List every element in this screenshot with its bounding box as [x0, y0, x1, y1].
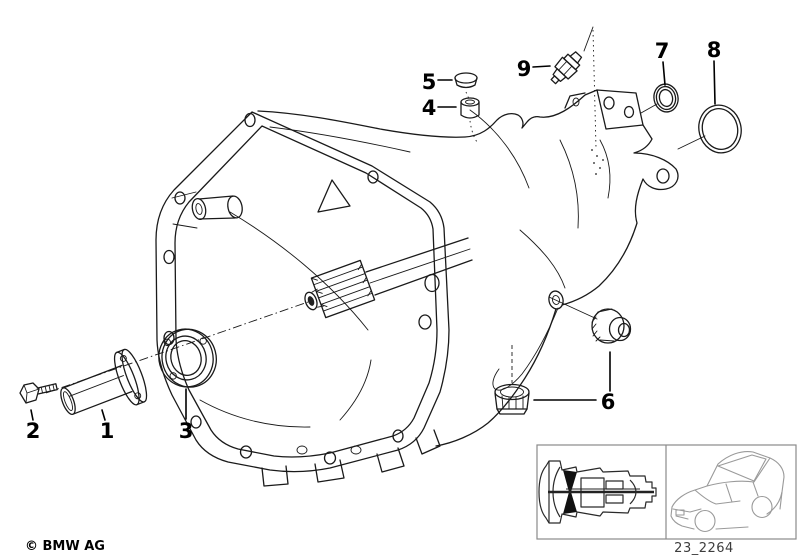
part-9-switch — [550, 51, 583, 85]
callout-4[interactable]: 4 — [422, 96, 437, 120]
bottom-flange-lugs — [261, 429, 441, 487]
callout-9[interactable]: 9 — [517, 57, 532, 81]
part-6-pointer — [548, 296, 598, 320]
callout-2[interactable]: 1 — [100, 419, 115, 443]
callout-6[interactable]: 6 — [601, 390, 616, 414]
part-3-seal-flange — [158, 328, 217, 388]
part-7-shaft-seal — [653, 83, 679, 113]
callout-1[interactable]: 2 — [26, 419, 41, 443]
part-6-collar-nut — [494, 383, 530, 415]
input-shaft — [304, 237, 473, 319]
part-8-pointer — [677, 135, 706, 150]
gearbox-drawing — [45, 89, 679, 487]
transmission-cross-section-icon — [538, 460, 657, 524]
part-6-screw-plug — [591, 308, 632, 344]
part-1-guide-sleeve — [60, 348, 148, 415]
callout-8[interactable]: 8 — [707, 38, 722, 62]
callout-leader-lines — [30, 60, 716, 421]
part-9-axis-line — [583, 26, 594, 52]
part-4-bushing — [460, 97, 480, 143]
copyright-label: © BMW AG — [25, 539, 105, 554]
car-silhouette-icon — [670, 451, 785, 533]
callout-7[interactable]: 7 — [655, 39, 670, 63]
bell-boss — [171, 191, 243, 229]
part-8-o-ring — [698, 104, 742, 154]
inset-panel — [536, 444, 797, 540]
rear-bracket — [596, 89, 644, 130]
flange-bolt-holes — [163, 112, 440, 465]
part-7-pointer — [640, 103, 658, 114]
part-9-axis-dashed — [592, 29, 597, 149]
diagram-code: 23_2264 — [674, 541, 734, 556]
part-5-cap — [454, 72, 478, 100]
part-2-bolt — [19, 382, 58, 404]
cast-dots — [591, 149, 604, 175]
callout-5[interactable]: 5 — [422, 70, 437, 94]
callout-3[interactable]: 3 — [179, 419, 194, 443]
